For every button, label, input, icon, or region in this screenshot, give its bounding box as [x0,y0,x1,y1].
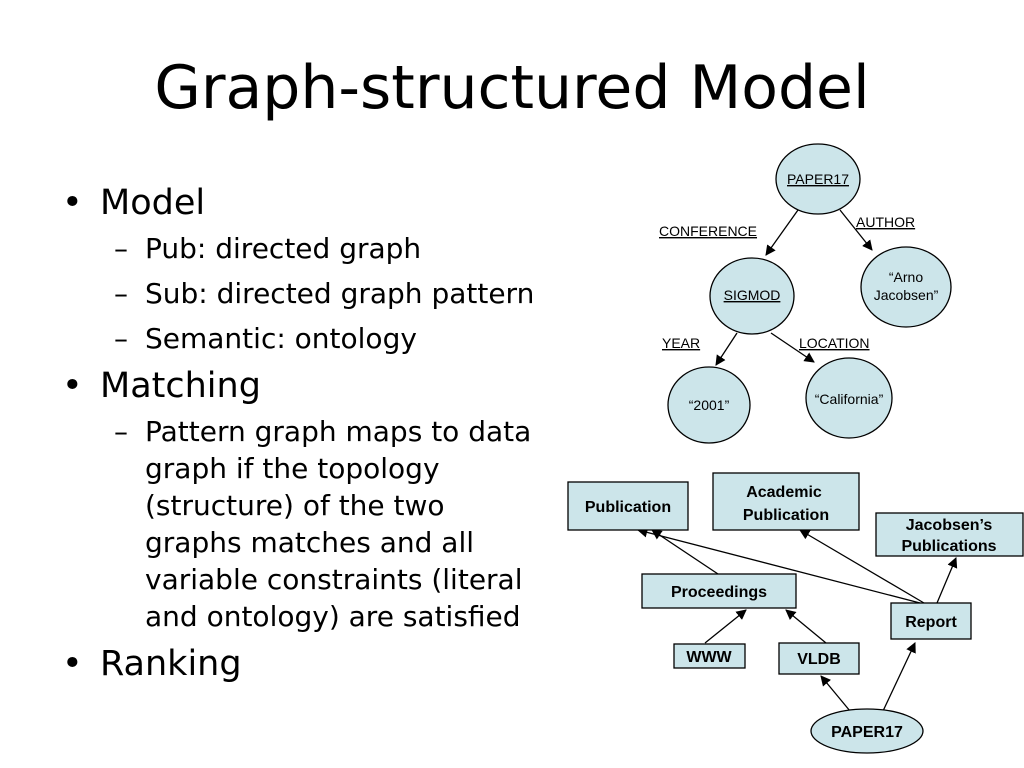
slide-title: Graph-structured Model [154,53,870,123]
bullet-list: • Model – Pub: directed graph – Sub: dir… [62,182,622,691]
sub-bullet-line: graph if the topology [145,452,440,485]
node-arno-label-2: Jacobsen” [874,287,939,303]
ontology-edge-paper-vldb [820,675,851,712]
dash-mark: – [114,415,128,448]
ontology-edge-vldb-proceedings [785,609,827,644]
box-academic-label-2: Publication [743,507,829,524]
ontology-edge-report-academic [799,529,925,604]
sub-bullet-semantic: – Semantic: ontology [62,320,622,357]
edge-location [770,332,815,363]
sub-bullet-pattern: – Pattern graph maps to data graph if th… [62,413,622,635]
dash-mark: – [114,322,128,355]
ontology-edge-report-publication [636,527,921,604]
box-vldb-label: VLDB [797,651,841,668]
node-sigmod [709,257,795,335]
sub-bullet-sub: – Sub: directed graph pattern [62,275,622,312]
box-jacobsens-label-1: Jacobsen’s [906,517,993,534]
bullet-ranking: • Ranking [62,643,622,685]
node-paper17-ontology-label: PAPER17 [831,724,903,741]
box-jacobsens-label-2: Publications [901,538,996,555]
node-sigmod-label: SIGMOD [724,287,781,303]
box-proceedings [641,573,797,609]
sub-bullet-text: Pub: directed graph [145,232,422,265]
node-arno [860,246,952,328]
bullet-matching: • Matching [62,365,622,407]
ontology-edge-paper-report [882,642,916,712]
box-vldb [778,642,860,675]
node-paper17 [775,143,861,215]
ontology-edge-report-jacobsens [936,557,958,604]
box-report-label: Report [905,614,957,631]
node-paper17-label: PAPER17 [787,171,849,187]
sub-bullet-line: and ontology) are satisfied [145,600,521,633]
box-proceedings-label: Proceedings [671,584,767,601]
edge-conference [765,209,799,256]
edge-label-location: LOCATION [799,335,870,351]
bullet-mark: • [62,644,83,684]
node-paper17-ontology [810,708,924,754]
sub-bullet-text: Semantic: ontology [145,322,417,355]
sub-bullet-line: graphs matches and all [145,526,475,559]
bullet-mark: • [62,183,83,223]
sub-bullet-line: (structure) of the two [145,489,445,522]
ontology-edge-www-proceedings [704,609,747,644]
node-arno-label-1: “Arno [889,269,923,285]
box-publication-label: Publication [585,499,671,516]
node-2001 [667,366,751,444]
dash-mark: – [114,232,128,265]
box-jacobsens-publications [875,512,1024,557]
edge-label-conference: CONFERENCE [659,223,757,239]
bullet-text: Ranking [100,644,242,684]
edge-label-year: YEAR [662,335,700,351]
edge-author [839,209,873,251]
ontology-edge-proceedings-publication [651,529,719,575]
box-www [673,643,746,669]
sub-bullet-text: Sub: directed graph pattern [145,277,535,310]
sub-bullet-pub: – Pub: directed graph [62,230,622,267]
bullet-model: • Model [62,182,622,224]
sub-bullet-line: variable constraints (literal [145,563,523,596]
box-report [890,602,972,640]
box-academic-label-1: Academic [746,484,822,501]
box-www-label: WWW [686,649,732,666]
dash-mark: – [114,277,128,310]
sub-bullet-line: Pattern graph maps to data [145,415,532,448]
bullet-text: Model [100,183,206,223]
node-california-label: “California” [815,391,884,407]
node-california [805,357,893,439]
box-publication [567,481,689,531]
bullet-mark: • [62,366,83,406]
node-2001-label: “2001” [689,397,730,413]
edge-label-author: AUTHOR [856,214,915,230]
edge-year [715,332,738,366]
bullet-text: Matching [100,366,261,406]
box-academic-publication [712,472,860,531]
